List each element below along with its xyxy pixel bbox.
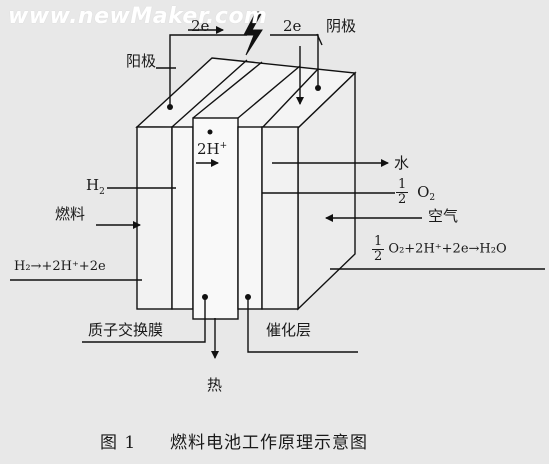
cathode-label: 阴极: [326, 17, 357, 35]
cathode-terminal: [315, 85, 321, 91]
anode-catalyst: [171, 126, 194, 310]
air-label: 空气: [428, 207, 459, 225]
proton-label: 2H+: [197, 142, 227, 157]
proton-charge: +: [219, 141, 228, 151]
membrane-label: 质子交换膜: [88, 321, 164, 339]
proton-text: 2H: [197, 140, 220, 158]
electron-label-left: 2e: [191, 17, 210, 35]
figure-number: 图 1: [100, 433, 137, 453]
anode-plate: [136, 126, 173, 310]
membrane-leader: [82, 297, 206, 343]
catalyst-leader: [247, 297, 358, 353]
membrane-dot: [202, 294, 208, 300]
cathode-plate: [261, 126, 299, 310]
h2-text: H: [86, 176, 100, 194]
left-wire: [169, 34, 247, 107]
cathode-catalyst: [237, 126, 263, 310]
anode-reaction: H₂→+2H⁺+2e: [14, 259, 106, 274]
fuel-label: 燃料: [55, 205, 86, 223]
figure-title: 燃料电池工作原理示意图: [170, 433, 368, 453]
anode-label: 阳极: [126, 52, 157, 70]
cathode-frac-num: 1: [372, 234, 385, 250]
o2-text: O: [417, 182, 430, 201]
water-label: 水: [394, 154, 410, 172]
heat-label: 热: [207, 376, 223, 394]
top-layer-lines: [171, 59, 319, 129]
electron-label-right: 2e: [283, 17, 302, 35]
cathode-leader: [316, 33, 323, 46]
cathode-frac-den: 2: [374, 248, 383, 264]
o2-frac-num: 1: [396, 177, 409, 193]
proton-dot: [207, 129, 213, 135]
lightning-icon: [243, 11, 263, 56]
anode-terminal: [167, 104, 173, 110]
membrane-panel: [192, 117, 239, 320]
o2-subscript: 2: [429, 193, 436, 204]
catalyst-label: 催化层: [266, 321, 312, 339]
cathode-reaction-text: O₂+2H⁺+2e→H₂O: [388, 241, 507, 257]
h2-label: H2: [86, 178, 105, 197]
h2-subscript: 2: [99, 187, 105, 197]
catalyst-dot: [245, 294, 251, 300]
o2-frac-den: 2: [398, 191, 407, 207]
watermark: www.newMaker.com: [8, 4, 268, 29]
